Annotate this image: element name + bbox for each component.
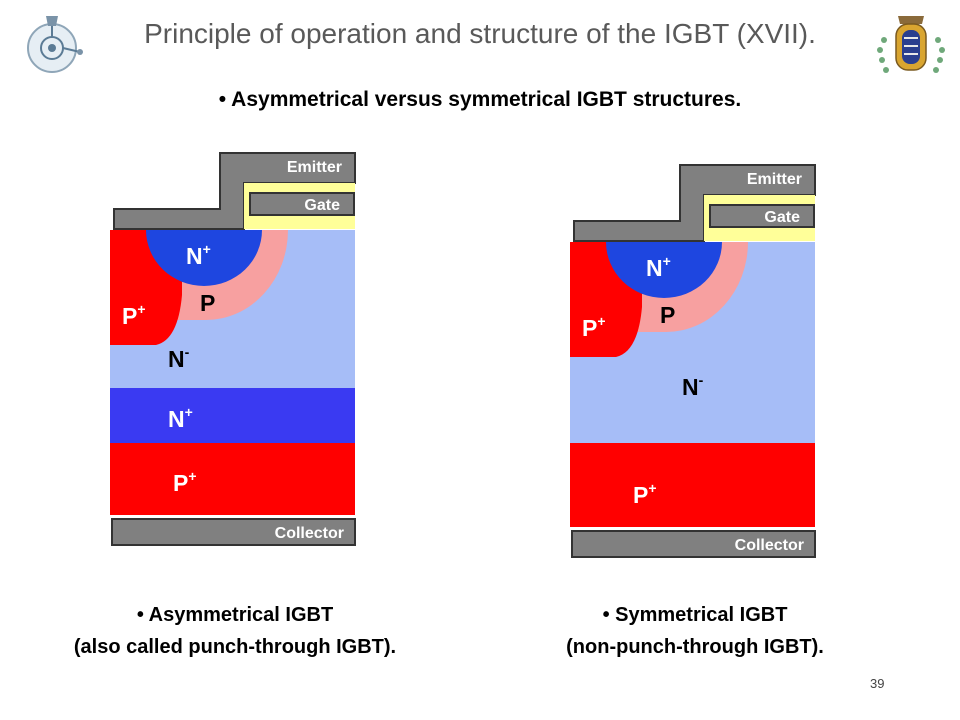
p-plus-left-label: P+ xyxy=(582,313,606,341)
p-plus-collector-region xyxy=(570,443,815,527)
slide-subtitle: • Asymmetrical versus symmetrical IGBT s… xyxy=(0,88,960,112)
caption-symmetrical-line2: (non-punch-through IGBT). xyxy=(566,636,824,658)
p-plus-bottom-label: P+ xyxy=(633,480,657,508)
p-plus-collector-region xyxy=(110,443,355,515)
gate-metal xyxy=(709,204,815,228)
collector-metal xyxy=(111,518,356,546)
n-plus-top-label: N+ xyxy=(186,241,211,269)
n-plus-well xyxy=(146,230,262,286)
caption-asymmetrical: • Asymmetrical IGBT (also called punch-t… xyxy=(20,599,450,663)
p-body-label: P xyxy=(660,302,675,328)
n-plus-top-label: N+ xyxy=(646,253,671,281)
n-plus-buffer-label: N+ xyxy=(168,404,193,432)
caption-asymmetrical-line2: (also called punch-through IGBT). xyxy=(73,636,397,658)
gate-label: Gate xyxy=(304,197,340,214)
collector-label: Collector xyxy=(275,525,344,542)
university-logo-left xyxy=(27,16,83,73)
bullet: • xyxy=(218,88,227,111)
collector-label: Collector xyxy=(735,537,804,554)
p-plus-bottom-label: P+ xyxy=(173,468,197,496)
symmetrical-igbt-diagram: Emitter Gate Collector N+ P+ P N- P+ xyxy=(570,164,816,558)
gate-metal xyxy=(249,192,355,216)
slide-title: Principle of operation and structure of … xyxy=(144,18,816,49)
n-minus-label: N- xyxy=(168,344,190,372)
caption-asymmetrical-line1: • Asymmetrical IGBT xyxy=(136,604,334,626)
n-plus-well xyxy=(606,242,722,298)
p-body-label: P xyxy=(200,290,215,316)
subtitle-text: Asymmetrical versus symmetrical IGBT str… xyxy=(231,88,742,111)
gate-label: Gate xyxy=(764,209,800,226)
emitter-label: Emitter xyxy=(287,159,342,176)
university-coat-of-arms-right xyxy=(877,16,945,73)
collector-metal xyxy=(571,530,816,558)
caption-symmetrical-line1: • Symmetrical IGBT xyxy=(602,604,788,626)
emitter-label: Emitter xyxy=(747,171,802,188)
n-plus-buffer-region xyxy=(110,388,355,443)
n-minus-label: N- xyxy=(682,372,704,400)
asymmetrical-igbt-diagram: Emitter Gate Collector N+ P+ P N- N+ P+ xyxy=(110,152,356,546)
caption-symmetrical: • Symmetrical IGBT (non-punch-through IG… xyxy=(490,599,900,663)
page-number: 39 xyxy=(870,676,885,691)
p-plus-left-label: P+ xyxy=(122,301,146,329)
